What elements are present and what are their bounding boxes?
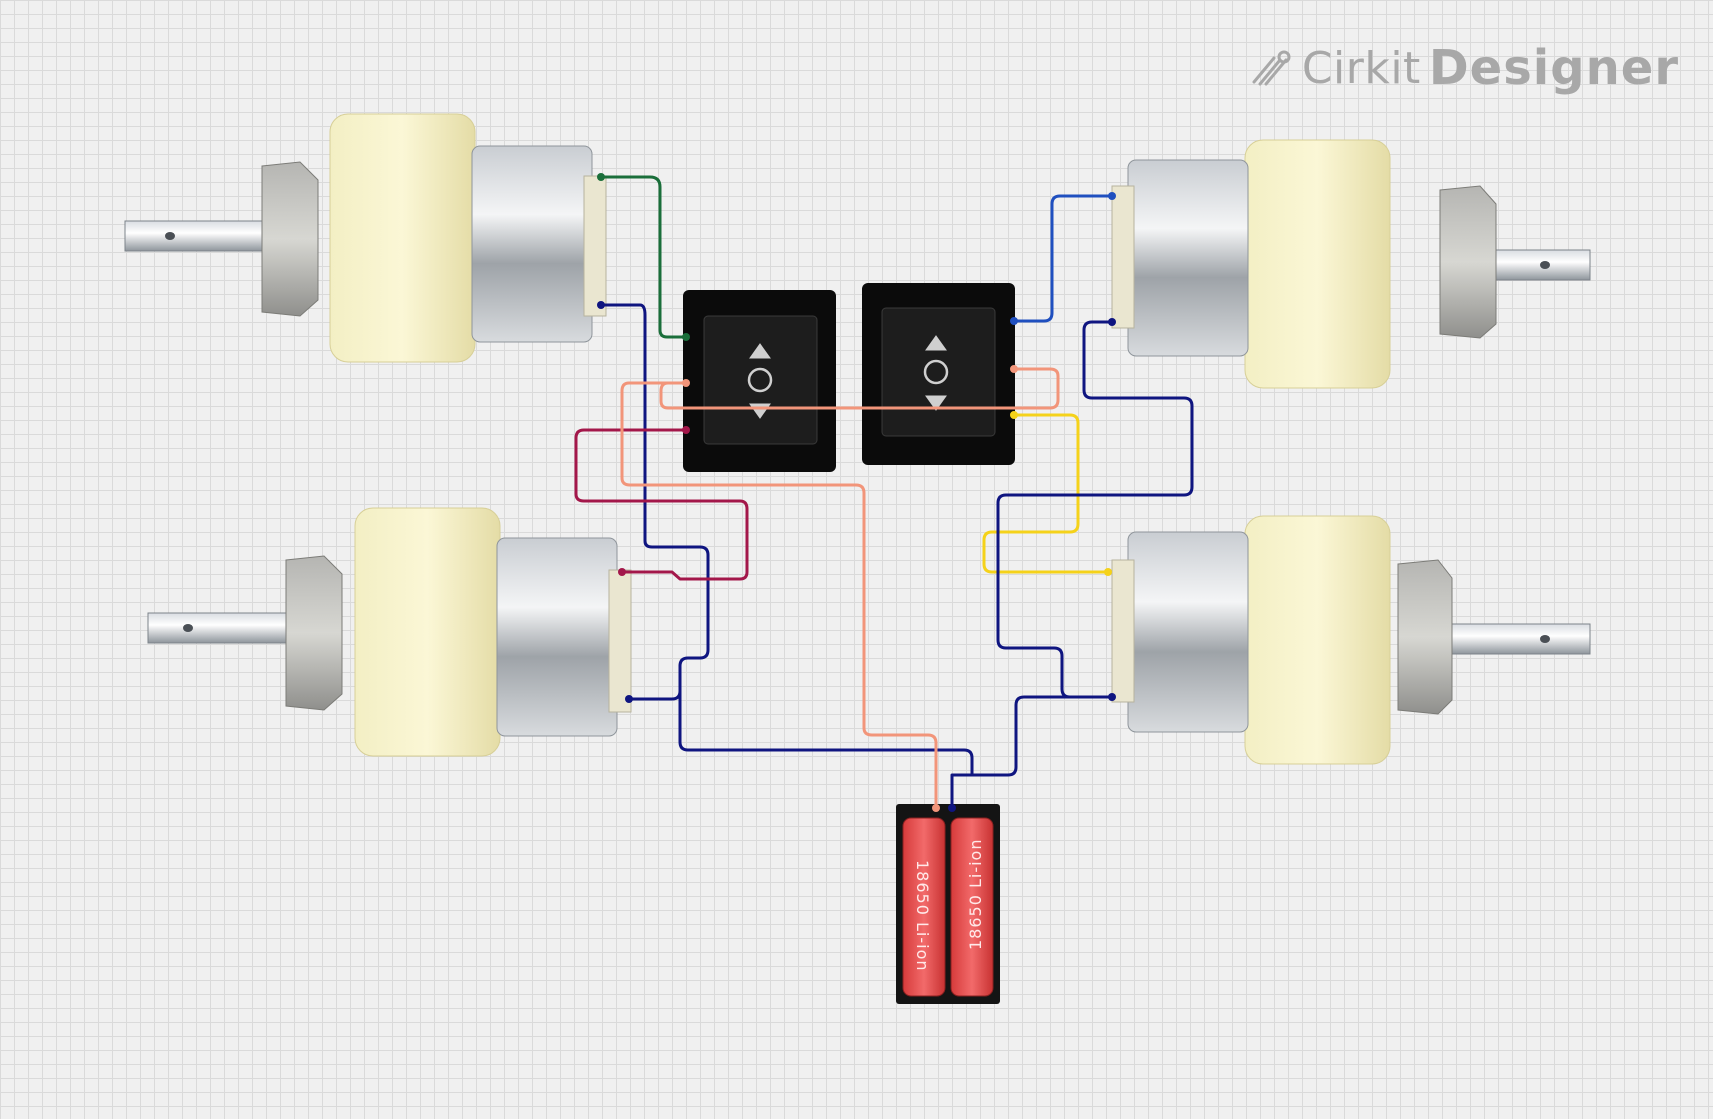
motor-endcap — [583, 175, 607, 317]
logo-product: Designer — [1428, 40, 1679, 96]
cirkit-designer-logo: Cirkit Designer — [1250, 40, 1679, 96]
logo-brand: Cirkit — [1301, 42, 1421, 94]
wire-yellow[interactable] — [982, 413, 1110, 574]
up-circle-down-icon — [923, 335, 949, 411]
battery-cell-2 — [950, 817, 994, 997]
wire-green[interactable] — [599, 175, 688, 339]
wire-crimson[interactable] — [574, 428, 749, 581]
wire-salmon-2[interactable] — [659, 367, 1060, 410]
rocker-switch-left[interactable] — [683, 290, 836, 472]
shaft-hole — [1540, 635, 1550, 643]
shaft-hole — [165, 232, 175, 240]
gearbox — [329, 113, 476, 363]
battery-cell-1 — [902, 817, 946, 997]
switch-pins — [682, 317, 1018, 434]
motor-bottom-right[interactable] — [1104, 515, 1591, 765]
motor-top-right[interactable] — [1108, 139, 1591, 389]
motor-shaft — [1449, 623, 1591, 655]
gearbox — [1244, 139, 1391, 389]
motor-nut — [261, 161, 319, 317]
wire-navy-3[interactable] — [996, 320, 1194, 699]
wire-salmon-1[interactable] — [620, 381, 938, 810]
motor-top-left[interactable] — [124, 113, 607, 363]
cirkit-pen-icon — [1252, 50, 1291, 86]
shaft-hole — [183, 624, 193, 632]
wire-navy-4[interactable] — [970, 695, 1114, 777]
wire-navy-2[interactable] — [627, 664, 682, 701]
motor-endcap — [1111, 559, 1135, 703]
battery-cell-1-label: 18650 Li-ion — [913, 860, 932, 972]
motor-endcap — [1111, 185, 1135, 329]
motor-can — [496, 537, 618, 737]
motor-can — [1127, 531, 1249, 733]
motor-can — [1127, 159, 1249, 357]
gearbox — [1244, 515, 1391, 765]
motor-shaft — [124, 220, 266, 252]
motor-shaft — [147, 612, 289, 644]
switch-rocker — [881, 307, 996, 437]
switch-rocker — [703, 315, 818, 445]
wire-blue[interactable] — [1012, 194, 1114, 323]
motor-bottom-left[interactable] — [147, 507, 633, 757]
gearbox — [354, 507, 501, 757]
battery-holder[interactable]: 18650 Li-ion 18650 Li-ion — [896, 804, 1000, 1004]
motor-can — [471, 145, 593, 343]
rocker-switch-right[interactable] — [862, 283, 1015, 465]
battery-cell-2-label: 18650 Li-ion — [966, 839, 985, 951]
shaft-hole — [1540, 261, 1550, 269]
motor-nut — [1439, 185, 1497, 339]
motor-nut — [285, 555, 343, 711]
motor-nut — [1397, 559, 1453, 715]
motor-endcap — [608, 569, 632, 713]
wire-navy-1[interactable] — [599, 303, 974, 810]
